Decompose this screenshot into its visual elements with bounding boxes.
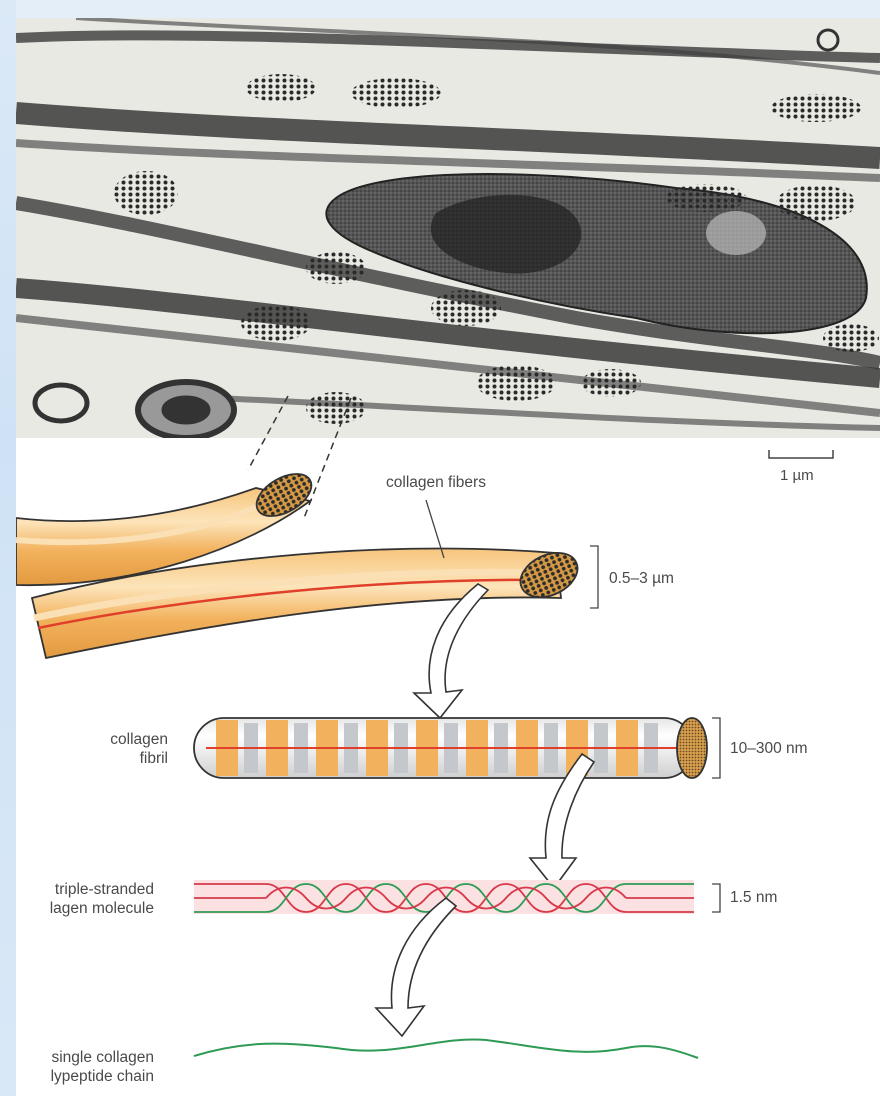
chain-label-line-2: lypeptide chain bbox=[16, 1067, 154, 1086]
fiber-size-bracket bbox=[590, 546, 598, 608]
fibril-size-label: 10–300 nm bbox=[730, 739, 808, 758]
fibril-label: collagen fibril bbox=[36, 730, 168, 768]
figure-page: collagen fibers 1 µm 0.5–3 µm collagen f… bbox=[16, 18, 880, 1096]
collagen-hierarchy-diagram bbox=[16, 18, 880, 1096]
arrow-molecule-to-chain bbox=[376, 898, 456, 1036]
chain-label: single collagen lypeptide chain bbox=[16, 1048, 154, 1086]
fiber-size-label: 0.5–3 µm bbox=[609, 569, 674, 588]
molecule-size-bracket bbox=[712, 884, 720, 912]
molecule-label: triple-stranded lagen molecule bbox=[16, 880, 154, 918]
single-polypeptide-chain bbox=[194, 1040, 698, 1058]
collagen-fibers-label: collagen fibers bbox=[386, 473, 486, 492]
arrow-fiber-to-fibril bbox=[414, 584, 488, 718]
fibril-size-bracket bbox=[712, 718, 720, 778]
chain-label-line-1: single collagen bbox=[16, 1048, 154, 1067]
molecule-label-line-2: lagen molecule bbox=[16, 899, 154, 918]
molecule-label-line-1: triple-stranded bbox=[16, 880, 154, 899]
collagen-fibril bbox=[194, 718, 707, 778]
page-top-strip bbox=[0, 0, 880, 18]
molecule-size-label: 1.5 nm bbox=[730, 888, 777, 907]
scale-bar-label: 1 µm bbox=[780, 466, 814, 485]
fibril-label-line-2: fibril bbox=[36, 749, 168, 768]
scale-bar bbox=[769, 450, 833, 458]
page-left-strip bbox=[0, 0, 16, 1096]
fibril-label-line-1: collagen bbox=[36, 730, 168, 749]
